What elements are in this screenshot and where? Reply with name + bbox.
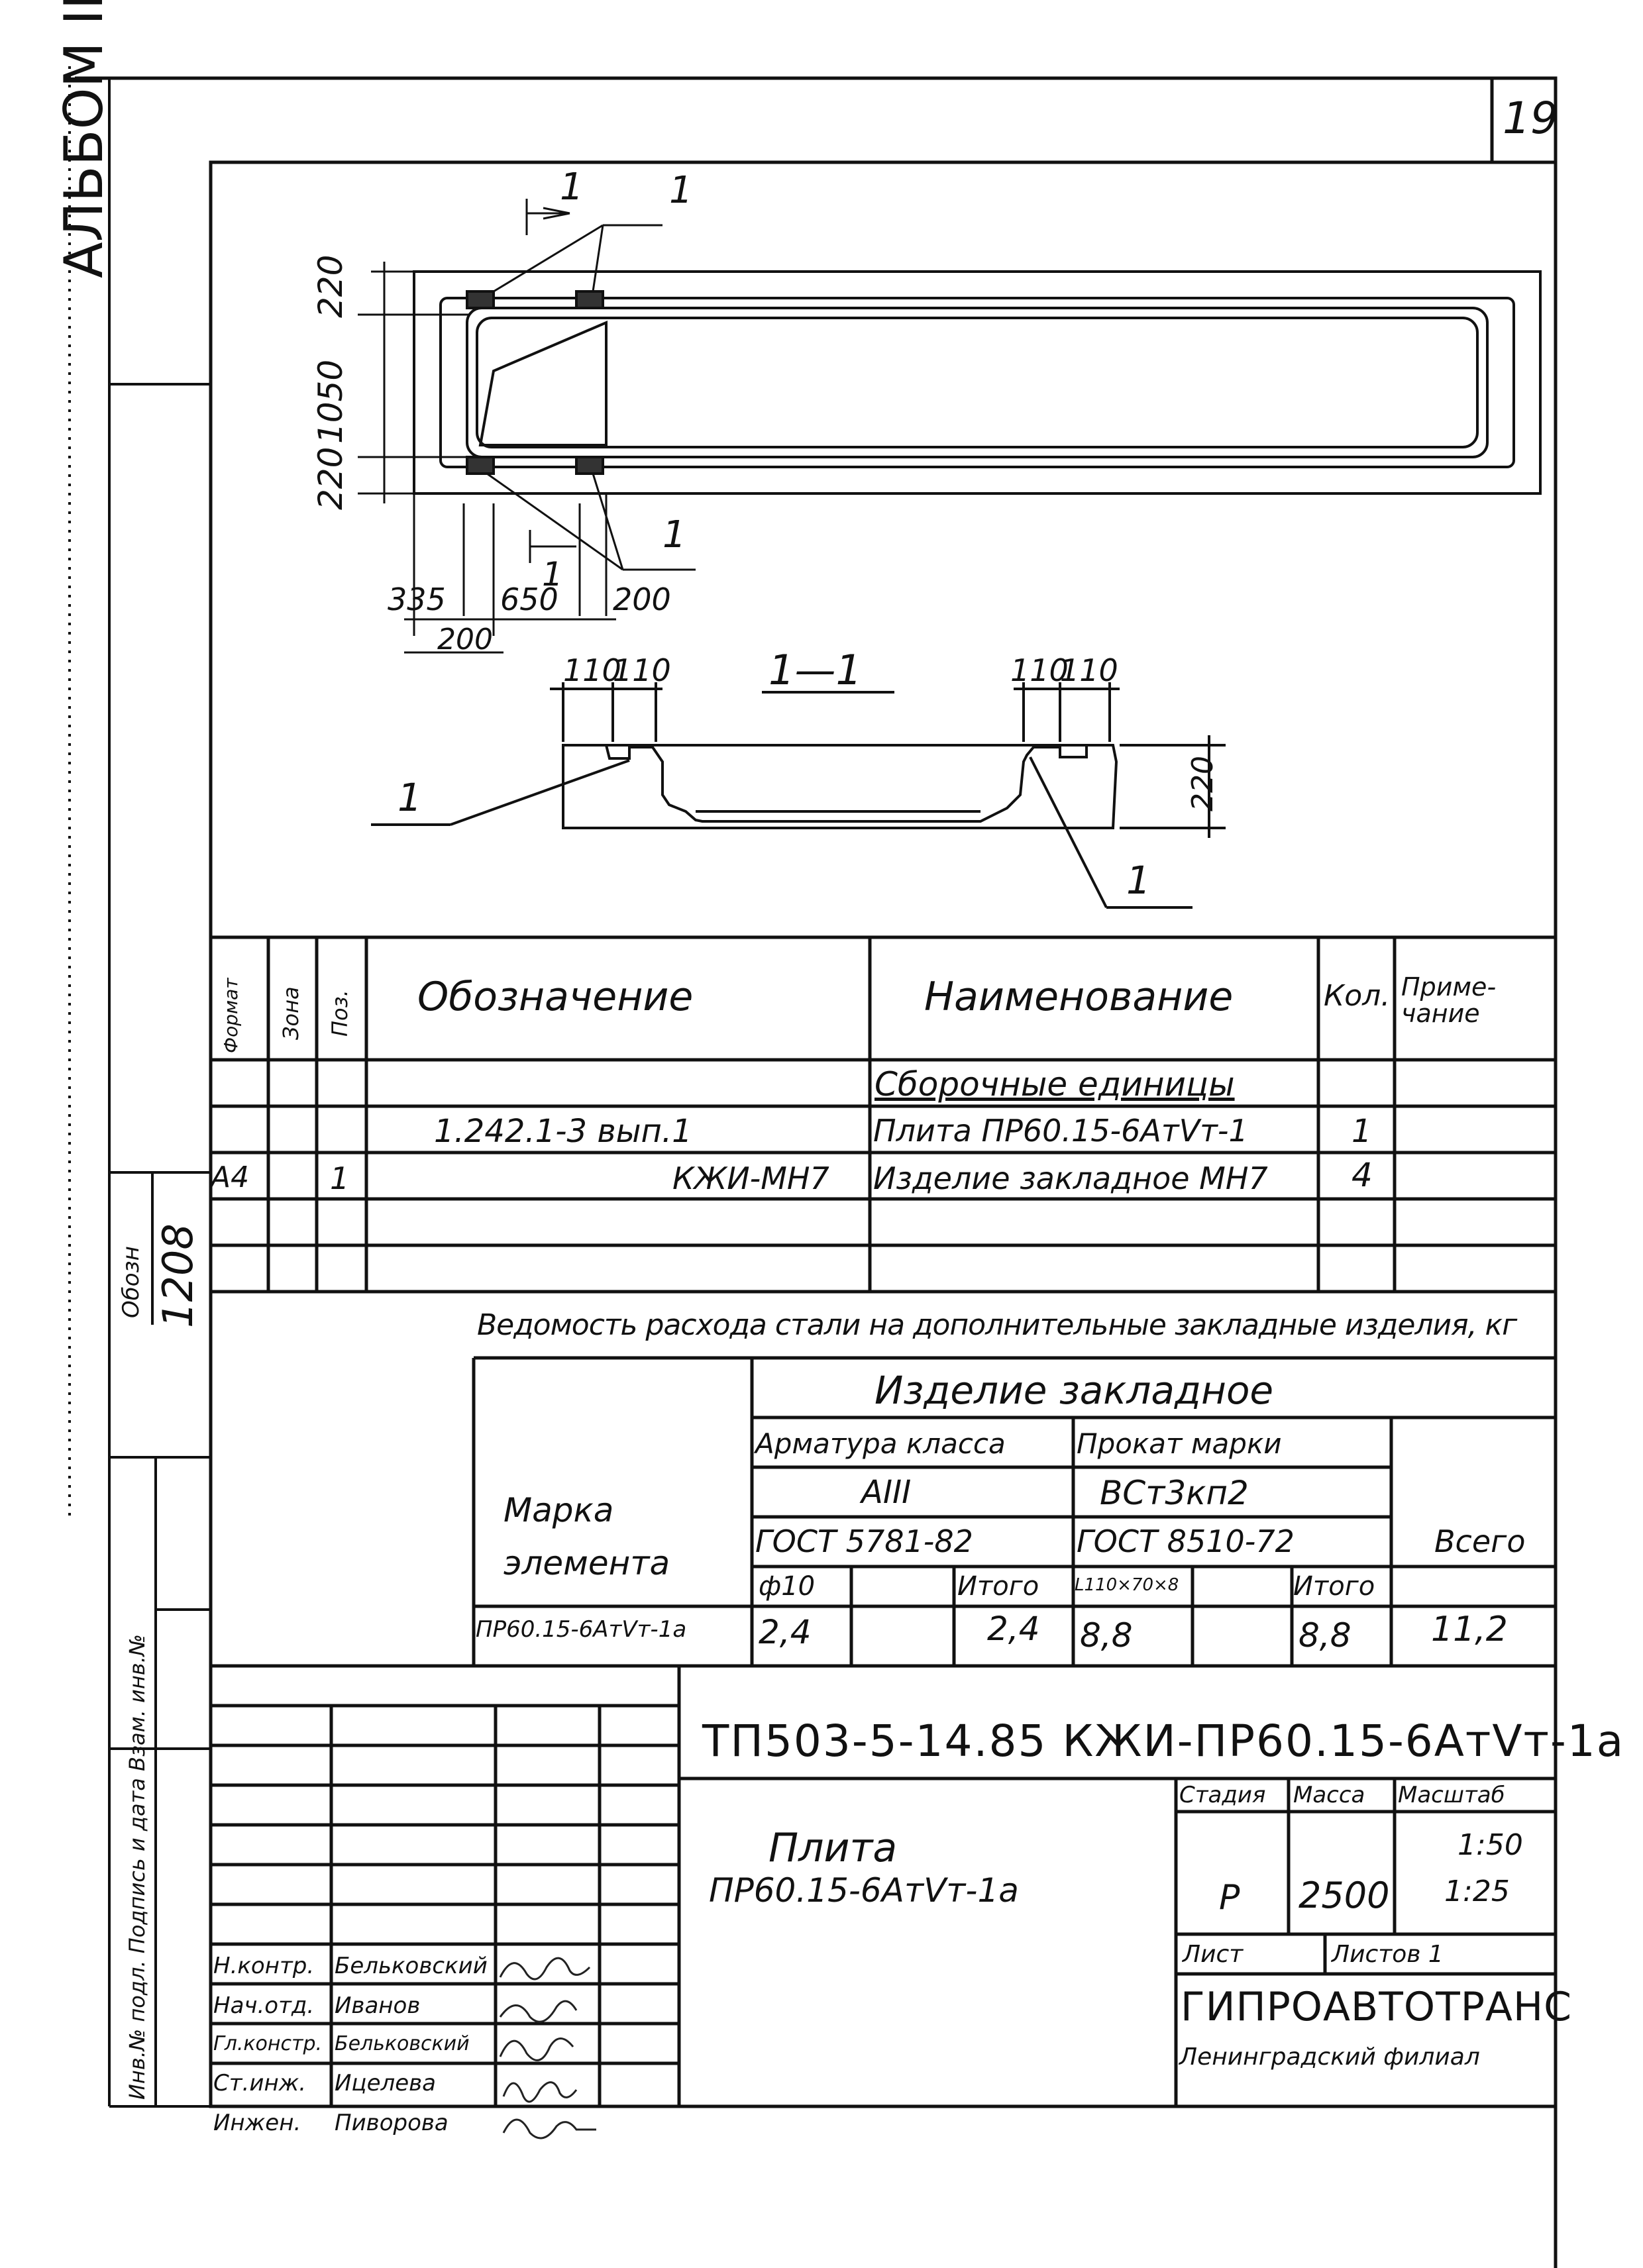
leader-label-right: 1 (1126, 858, 1151, 903)
section-dim-left-1: 110 (563, 652, 621, 688)
steel-rebar-gost: ГОСТ 5781-82 (755, 1523, 973, 1559)
title-sheet-label: Лист (1183, 1941, 1244, 1968)
leader-label-bottom: 1 (662, 513, 686, 556)
signer-5-role: Инжен. (213, 2110, 301, 2136)
steel-sub-itogo-1: Итого (957, 1571, 1039, 1602)
steel-rolled-gost: ГОСТ 8510-72 (1077, 1523, 1295, 1559)
title-scale-2: 1:25 (1444, 1875, 1510, 1908)
section-title: 1—1 (768, 646, 862, 694)
signer-4-name: Ицелева (335, 2070, 437, 2096)
title-stage-label: Стадия (1179, 1782, 1266, 1808)
steel-row-mark: ПР60.15-6АтVт-1а (476, 1616, 687, 1643)
steel-rolled-grade: ВСт3кп2 (1100, 1474, 1249, 1512)
steel-row-itogo-1: 2,4 (987, 1610, 1040, 1648)
section-marker-top: 1 (560, 166, 584, 209)
title-code: ТП503-5-14.85 КЖИ-ПР60.15-6АтVт-1а (702, 1716, 1625, 1767)
spec-row-2-qty: 4 (1352, 1156, 1373, 1194)
signer-2-name: Иванов (335, 1992, 421, 2019)
dim-bottom: 200 (437, 623, 493, 656)
title-org: ГИПРОАВТОТРАНС (1181, 1984, 1572, 2030)
spec-row-2-designation: КЖИ-МН7 (672, 1160, 829, 1196)
steel-row-d10: 2,4 (759, 1613, 812, 1651)
spec-row-1-designation: 1.242.1-3 вып.1 (434, 1113, 692, 1150)
steel-caption: Ведомость расхода стали на дополнительны… (477, 1308, 1517, 1342)
dim-h-335: 335 (388, 582, 446, 617)
title-mass: 2500 (1298, 1875, 1390, 1916)
spec-row-2-name: Изделие закладное МН7 (873, 1160, 1268, 1196)
section-marker-bottom: 1 (542, 555, 563, 593)
steel-row-angle: 8,8 (1080, 1616, 1133, 1655)
steel-sub-d10: ф10 (759, 1571, 816, 1602)
leader-label-top: 1 (669, 169, 693, 212)
steel-rebar-header: Арматура класса (755, 1427, 1006, 1460)
spec-row-2-format: А4 (211, 1160, 250, 1194)
signer-1-role: Н.контр. (213, 1953, 315, 1979)
title-sheets-label: Листов 1 (1332, 1941, 1444, 1968)
steel-sub-itogo-2: Итого (1293, 1571, 1375, 1602)
spec-header-designation: Обозначение (417, 974, 694, 1020)
steel-rolled-header: Прокат марки (1077, 1427, 1282, 1460)
section-dim-left-2: 110 (613, 652, 671, 688)
leader-label-left: 1 (398, 775, 422, 820)
title-mass-label: Масса (1293, 1782, 1365, 1808)
signer-5-name: Пиворова (335, 2110, 449, 2136)
steel-mark-header: Марка элемента (504, 1491, 670, 1582)
title-name-line2: ПР60.15-6АтVт-1а (709, 1871, 1019, 1910)
spec-row-1-name: Плита ПР60.15-6АтVт-1 (873, 1113, 1248, 1149)
spec-section-heading: Сборочные единицы (874, 1065, 1235, 1104)
signer-3-role: Гл.констр. (213, 2032, 323, 2055)
section-dim-right-2: 110 (1060, 652, 1118, 688)
spec-row-1-qty: 1 (1352, 1113, 1372, 1150)
dim-h-650: 650 (500, 582, 558, 617)
spec-header-name: Наименование (924, 974, 1234, 1020)
signer-2-role: Нач.отд. (213, 1992, 315, 2019)
spec-row-2-pos: 1 (330, 1160, 350, 1196)
title-branch: Ленинградский филиал (1179, 2043, 1480, 2071)
signer-1-name: Бельковский (335, 1953, 488, 1979)
signer-3-name: Бельковский (335, 2032, 470, 2055)
page-number: 19 (1503, 93, 1558, 144)
dim-h-200: 200 (613, 582, 671, 617)
steel-group: Изделие закладное (874, 1368, 1274, 1413)
title-scale-1: 1:50 (1458, 1828, 1523, 1862)
steel-row-itogo-2: 8,8 (1298, 1616, 1352, 1655)
section-dim-right-1: 110 (1010, 652, 1069, 688)
steel-row-total: 11,2 (1431, 1610, 1508, 1649)
steel-sub-angle: L110×70×8 (1075, 1575, 1179, 1595)
title-name-line1: Плита (768, 1825, 898, 1871)
signer-4-role: Ст.инж. (213, 2070, 307, 2096)
title-scale-label: Масштаб (1398, 1782, 1505, 1808)
spec-header-note: Приме-чание (1401, 972, 1497, 1028)
steel-rebar-class: АIII (861, 1474, 912, 1511)
steel-total-header: Всего (1434, 1523, 1526, 1559)
title-stage: Р (1219, 1878, 1240, 1918)
spec-header-qty: Кол. (1324, 979, 1391, 1013)
